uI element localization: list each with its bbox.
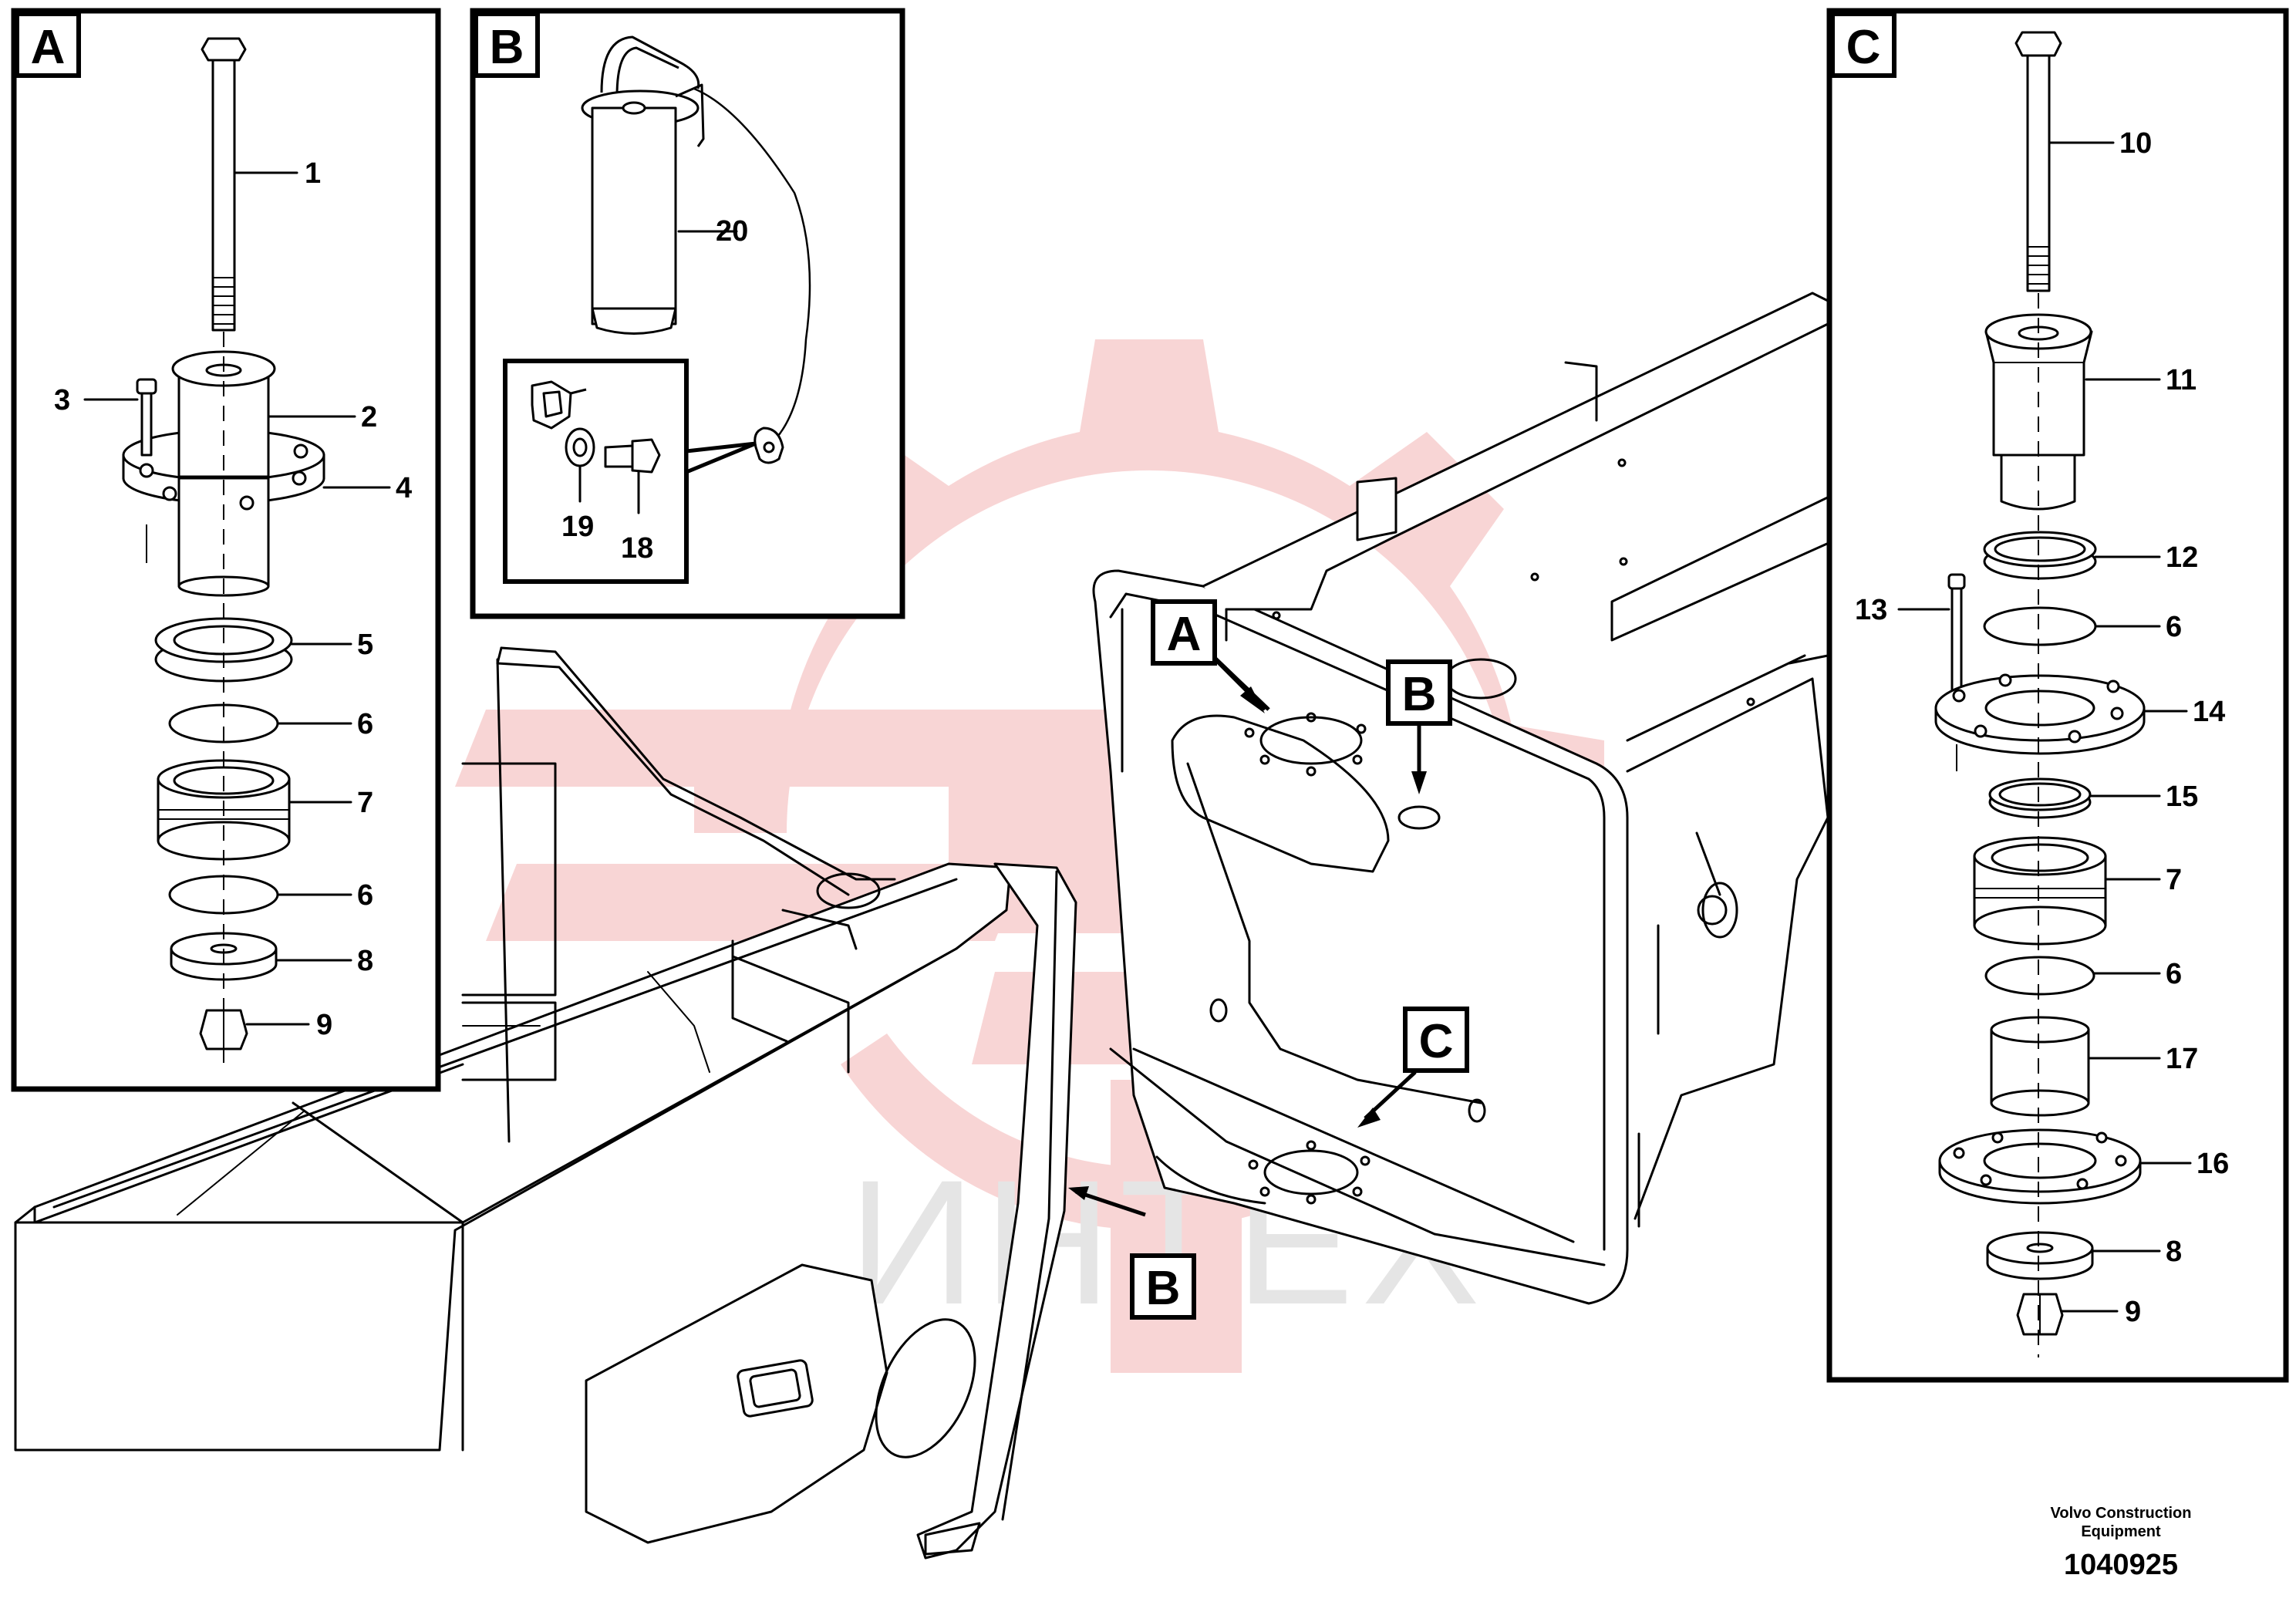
callout-c-8: 8 [2166, 1236, 2182, 1268]
callout-c-17: 17 [2166, 1043, 2198, 1075]
svg-text:B: B [1402, 668, 1437, 721]
callout-a-9: 9 [316, 1009, 332, 1041]
panel-c: C [1826, 8, 2289, 1383]
callout-c-10: 10 [2119, 127, 2152, 160]
callout-c-16: 16 [2197, 1148, 2229, 1180]
detail-inset [503, 359, 757, 584]
callout-b-19: 19 [561, 511, 594, 543]
callout-b-20: 20 [716, 215, 748, 248]
washer-8-c [1986, 1231, 2094, 1280]
callout-c-11: 11 [2166, 364, 2197, 396]
flange-16 [1938, 1128, 2142, 1205]
flange-14 [1934, 673, 2146, 755]
callout-a-4: 4 [396, 472, 412, 504]
frame-marker-c: C [1403, 1007, 1469, 1073]
svg-text:A: A [1167, 608, 1202, 661]
seal-15 [1988, 777, 2092, 819]
cable-clip-detail [531, 380, 587, 430]
bolt-18 [604, 438, 661, 474]
machine-frame-drawing [14, 292, 1837, 1560]
callout-c-14: 14 [2193, 696, 2225, 728]
lynch-pin-20 [581, 35, 811, 440]
bearing-7-c [1973, 836, 2107, 946]
callout-c-12: 12 [2166, 541, 2198, 574]
nut-9-c [2016, 1293, 2064, 1336]
bolt-1 [201, 37, 247, 332]
callout-c-7: 7 [2166, 864, 2182, 896]
frame-marker-a: A [1151, 599, 1217, 666]
frame-marker-pointers [1068, 653, 1427, 1217]
washer-19 [565, 427, 595, 467]
ring-12 [1983, 531, 2097, 580]
panel-c-letter: C [1846, 21, 1881, 74]
screw-3 [136, 378, 157, 457]
frame-marker-b-upper: B [1386, 659, 1452, 726]
panel-b-letter: B [490, 21, 524, 74]
panel-a-letter: A [31, 21, 66, 74]
callout-a-8: 8 [357, 945, 373, 977]
callout-a-5: 5 [357, 629, 373, 661]
panel-b: B [470, 8, 905, 619]
o-ring-6-c-lower [1984, 956, 2095, 996]
callout-a-2: 2 [361, 401, 377, 433]
callout-a-3: 3 [54, 384, 70, 416]
bushing-flange-2-4 [122, 350, 325, 597]
callout-c-13: 13 [1855, 594, 1887, 626]
panel-c-leaders [1897, 141, 2192, 1313]
manufacturer-name: Volvo Construction Equipment [2050, 1505, 2192, 1540]
svg-text:B: B [1146, 1262, 1181, 1315]
callout-a-6-upper: 6 [357, 708, 373, 740]
panel-a-leaders [83, 171, 391, 1026]
panel-a: A [11, 8, 441, 1092]
svg-text:C: C [1419, 1015, 1454, 1068]
callout-b-18: 18 [621, 532, 653, 565]
callout-c-6-upper: 6 [2166, 611, 2182, 643]
callout-c-15: 15 [2166, 781, 2198, 813]
callout-a-7: 7 [357, 787, 373, 819]
callout-a-6-lower: 6 [357, 879, 373, 912]
callout-c-9: 9 [2125, 1296, 2141, 1328]
frame-marker-b-lower: B [1130, 1253, 1196, 1320]
document-number: 1040925 [2064, 1549, 2178, 1581]
bolt-10 [2014, 31, 2062, 292]
screw-13 [1947, 573, 1966, 698]
footer: Volvo Construction Equipment 1040925 [2036, 1504, 2206, 1582]
callout-a-1: 1 [305, 157, 321, 190]
sleeve-17 [1990, 1016, 2090, 1117]
clip-tag [754, 427, 784, 464]
callout-c-6-lower: 6 [2166, 958, 2182, 990]
